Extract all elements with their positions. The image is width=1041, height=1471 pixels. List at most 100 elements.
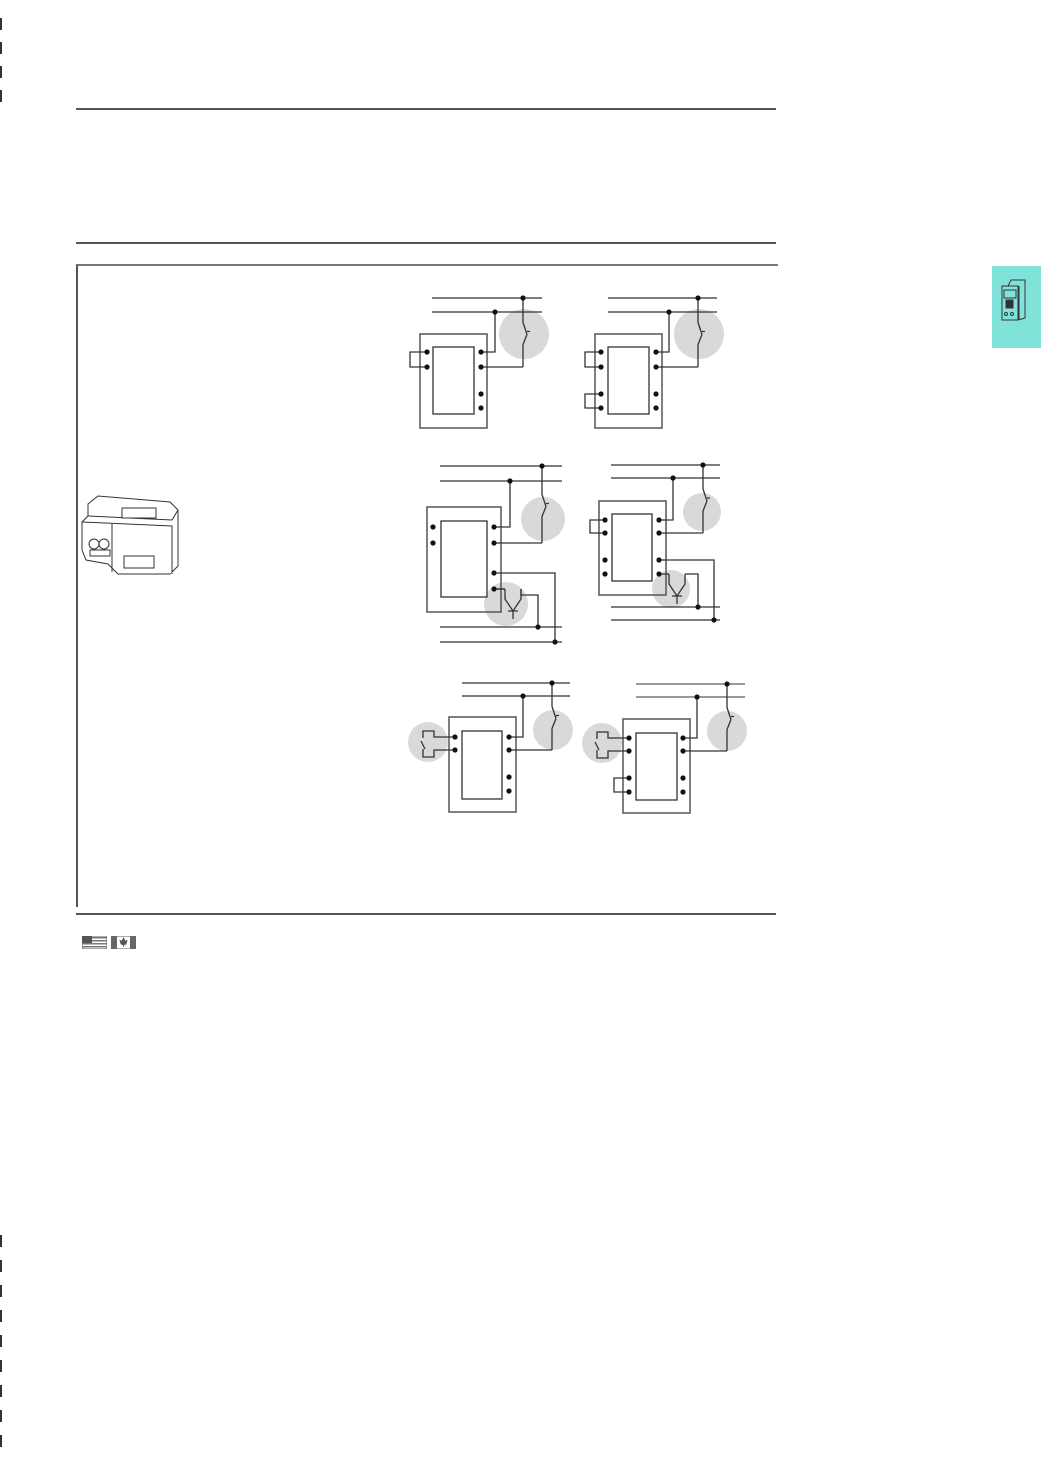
wire bbox=[520, 589, 539, 627]
relay-housing bbox=[622, 718, 691, 814]
terminal-dot bbox=[656, 571, 662, 577]
terminal-dot bbox=[602, 530, 608, 536]
highlight-circle bbox=[408, 722, 448, 762]
terminal-dot bbox=[653, 364, 659, 370]
relay-housing bbox=[426, 506, 502, 613]
relay-housing bbox=[419, 333, 488, 429]
terminal-dot bbox=[598, 349, 604, 355]
terminal-dot bbox=[680, 775, 686, 781]
modular-relay-device-icon bbox=[81, 495, 179, 575]
margin-tick bbox=[0, 42, 2, 54]
terminal-dot bbox=[653, 405, 659, 411]
wire bbox=[509, 696, 524, 738]
footer-rule bbox=[76, 913, 776, 915]
wire bbox=[584, 351, 601, 409]
terminal-dot bbox=[506, 774, 512, 780]
highlight-circle bbox=[674, 309, 724, 359]
wire bbox=[594, 731, 629, 759]
terminal-dot bbox=[626, 735, 632, 741]
margin-tick bbox=[0, 1310, 2, 1322]
margin-tick bbox=[0, 18, 2, 30]
terminal-dot bbox=[626, 748, 632, 754]
terminal-dot bbox=[598, 364, 604, 370]
content-frame bbox=[76, 264, 778, 907]
terminal-dot bbox=[507, 478, 513, 484]
highlight-circle bbox=[521, 497, 565, 541]
terminal-dot bbox=[430, 540, 436, 546]
margin-tick bbox=[0, 1435, 2, 1447]
highlight-circle bbox=[533, 710, 573, 750]
wiring-diagram-4 bbox=[589, 462, 721, 623]
terminal-dot bbox=[506, 788, 512, 794]
wire bbox=[668, 574, 686, 604]
section-tab[interactable] bbox=[992, 266, 1041, 348]
terminal-dot bbox=[539, 463, 545, 469]
terminal-dot bbox=[424, 349, 430, 355]
terminal-dot bbox=[598, 391, 604, 397]
terminal-dot bbox=[506, 747, 512, 753]
highlight-circle bbox=[484, 582, 528, 626]
terminal-dot bbox=[626, 775, 632, 781]
relay-housing bbox=[594, 333, 663, 429]
wire bbox=[494, 481, 511, 528]
wire bbox=[589, 519, 605, 534]
wire bbox=[551, 683, 559, 750]
terminal-dot bbox=[656, 530, 662, 536]
highlight-circle bbox=[582, 723, 622, 763]
terminal-dot bbox=[520, 295, 526, 301]
terminal-dot bbox=[491, 524, 497, 530]
terminal-dot bbox=[598, 405, 604, 411]
terminal-dot bbox=[491, 540, 497, 546]
wire bbox=[440, 465, 562, 643]
terminal-dot bbox=[424, 364, 430, 370]
terminal-dot bbox=[478, 391, 484, 397]
margin-tick bbox=[0, 1235, 2, 1247]
relay-display bbox=[440, 520, 488, 598]
wire bbox=[659, 559, 715, 620]
wiring-diagram-6 bbox=[582, 681, 747, 814]
highlight-circle bbox=[499, 309, 549, 359]
terminal-dot bbox=[680, 748, 686, 754]
terminal-dot bbox=[656, 557, 662, 563]
terminal-dot bbox=[711, 617, 717, 623]
terminal-dot bbox=[452, 734, 458, 740]
wire bbox=[656, 312, 670, 353]
margin-tick bbox=[0, 1285, 2, 1297]
terminal-dot bbox=[695, 295, 701, 301]
wire bbox=[726, 684, 734, 751]
relay-display bbox=[432, 346, 475, 415]
margin-tick bbox=[0, 1335, 2, 1347]
relay-display bbox=[635, 732, 678, 801]
usa-flag-icon bbox=[82, 936, 107, 949]
terminal-dot bbox=[670, 475, 676, 481]
terminal-dot bbox=[680, 789, 686, 795]
wire bbox=[683, 697, 698, 739]
terminal-dot bbox=[626, 789, 632, 795]
terminal-dot bbox=[653, 391, 659, 397]
terminal-dot bbox=[549, 680, 555, 686]
highlight-circle bbox=[652, 570, 690, 608]
wiring-diagram-5 bbox=[408, 680, 573, 813]
margin-tick bbox=[0, 1260, 2, 1272]
wire bbox=[685, 573, 699, 607]
terminal-dot bbox=[666, 309, 672, 315]
wire bbox=[481, 312, 496, 353]
terminal-dot bbox=[478, 405, 484, 411]
terminal-dot bbox=[680, 735, 686, 741]
wire bbox=[504, 589, 522, 619]
relay-display bbox=[611, 513, 653, 582]
wiring-diagram-1 bbox=[409, 295, 549, 429]
wire bbox=[697, 298, 705, 367]
terminal-dot bbox=[491, 586, 497, 592]
terminal-dot bbox=[452, 747, 458, 753]
terminal-dot bbox=[491, 570, 497, 576]
terminal-dot bbox=[506, 734, 512, 740]
wire bbox=[409, 351, 427, 368]
terminal-dot bbox=[492, 309, 498, 315]
highlight-circle bbox=[683, 493, 721, 531]
wiring-diagram-3 bbox=[426, 463, 565, 645]
relay-housing bbox=[448, 716, 517, 813]
wire bbox=[659, 478, 674, 521]
canada-flag-icon bbox=[111, 936, 136, 949]
